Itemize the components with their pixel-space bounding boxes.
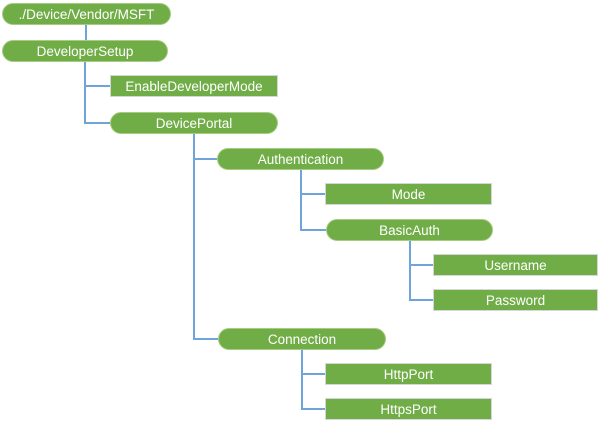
tree-node-httpsport: HttpsPort (325, 398, 492, 420)
tree-node-enabledevelopermode: EnableDeveloperMode (110, 75, 278, 97)
connector-basicauth-trunk (409, 241, 411, 301)
connector-branch-basicauth (300, 229, 326, 231)
tree-node-connection: Connection (218, 328, 386, 350)
tree-node-password: Password (433, 289, 598, 311)
tree-node-httpport: HttpPort (325, 363, 492, 385)
tree-node-basicauth: BasicAuth (326, 219, 493, 241)
tree-node-deviceportal: DevicePortal (110, 112, 278, 134)
connector-branch-mode (300, 193, 325, 195)
connector-branch-httpport (301, 373, 325, 375)
connector-authentication-trunk (300, 170, 302, 231)
connector-deviceportal-trunk (193, 134, 195, 340)
connector-branch-enabledevelopermode (84, 85, 110, 87)
tree-node-username: Username (433, 254, 598, 276)
connector-branch-authentication (193, 158, 217, 160)
connector-connection-trunk (301, 350, 303, 410)
connector-developersetup-trunk (84, 62, 86, 124)
tree-node-device-vendor-msft: ./Device/Vendor/MSFT (2, 3, 171, 25)
connector-branch-username (409, 264, 433, 266)
connector-branch-httpsport (301, 408, 325, 410)
connector-branch-deviceportal (84, 122, 110, 124)
tree-node-mode: Mode (325, 183, 492, 205)
connector-branch-password (409, 299, 433, 301)
connector-branch-connection (193, 338, 218, 340)
connector-msft-to-developersetup (85, 25, 87, 40)
tree-node-developersetup: DeveloperSetup (2, 40, 168, 62)
tree-node-authentication: Authentication (217, 148, 384, 170)
